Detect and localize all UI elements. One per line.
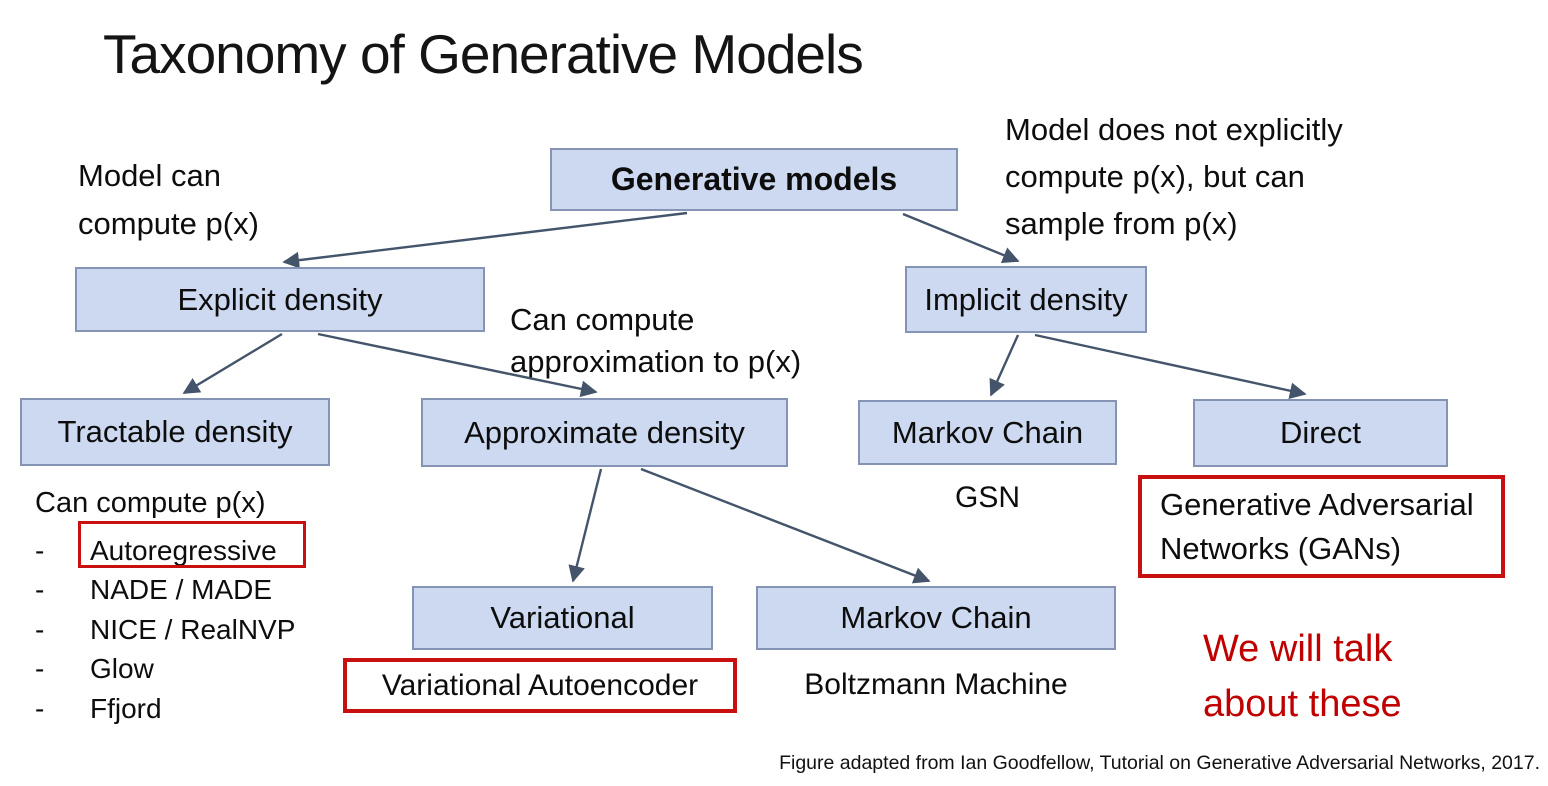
list-item: - Autoregressive [35, 531, 295, 571]
callout-line: about these [1203, 683, 1402, 725]
node-generative-models: Generative models [550, 148, 958, 211]
list-item-label: Autoregressive [90, 534, 277, 566]
list-bullet: - [35, 534, 45, 566]
tractable-density-list: Can compute p(x) - Autoregressive - NADE… [35, 487, 295, 729]
edge-generative-to-explicit [282, 211, 688, 269]
list-item-label: NICE / RealNVP [90, 613, 296, 645]
annotation-implicit-side: Model does not explicitly compute p(x), … [1005, 106, 1343, 247]
list-item: - Ffjord [35, 689, 295, 729]
edge-generative-to-implicit [902, 212, 1020, 264]
node-direct: Direct [1193, 399, 1448, 467]
node-markov-chain-implicit: Markov Chain [858, 400, 1117, 465]
list-item: - Glow [35, 650, 295, 690]
node-explicit-density: Explicit density [75, 267, 485, 332]
annotation-line: Model does not explicitly [1005, 112, 1343, 147]
list-item-label: Glow [90, 653, 154, 685]
annotation-line: compute p(x) [78, 206, 259, 241]
edge-approximate-to-variational [568, 468, 603, 583]
list-item-label: NADE / MADE [90, 574, 273, 606]
autoregressive-highlight-box [78, 521, 306, 568]
gan-label-line: Generative Adversarial [1160, 486, 1474, 522]
list-item: - NADE / MADE [35, 571, 295, 611]
annotation-line: sample from p(x) [1005, 206, 1238, 241]
list-bullet: - [35, 653, 45, 685]
node-tractable-density: Tractable density [20, 398, 330, 466]
gan-highlight-box: Generative Adversarial Networks (GANs) [1138, 475, 1505, 578]
annotation-line: approximation to p(x) [510, 344, 802, 379]
node-markov-chain-approximate: Markov Chain [756, 586, 1116, 650]
callout-we-will-talk: We will talk about these [1203, 622, 1402, 732]
list-bullet: - [35, 613, 45, 645]
edge-implicit-to-markov [989, 334, 1020, 397]
list-item-label: Ffjord [90, 692, 162, 724]
node-variational: Variational [412, 586, 713, 650]
label-gsn: GSN [954, 481, 1020, 514]
list-item: - NICE / RealNVP [35, 610, 295, 650]
annotation-line: Can compute [510, 302, 695, 337]
page-title: Taxonomy of Generative Models [103, 23, 864, 85]
label-boltzmann-machine: Boltzmann Machine [804, 668, 1068, 701]
list-bullet: - [35, 574, 45, 606]
vae-highlight-box: Variational Autoencoder [343, 658, 737, 713]
list-header: Can compute p(x) [35, 487, 266, 519]
list-bullet: - [35, 692, 45, 724]
figure-caption: Figure adapted from Ian Goodfellow, Tuto… [779, 752, 1540, 774]
gan-label-line: Networks (GANs) [1160, 530, 1402, 566]
edge-explicit-to-tractable [182, 332, 283, 395]
annotation-line: Model can [78, 158, 222, 193]
callout-line: We will talk [1203, 628, 1393, 670]
annotation-explicit-side: Model can compute p(x) [78, 152, 259, 248]
annotation-approximate: Can compute approximation to p(x) [510, 299, 801, 383]
annotation-line: compute p(x), but can [1005, 159, 1305, 194]
edge-implicit-to-direct [1034, 333, 1307, 399]
node-approximate-density: Approximate density [421, 398, 788, 467]
node-implicit-density: Implicit density [905, 266, 1147, 333]
